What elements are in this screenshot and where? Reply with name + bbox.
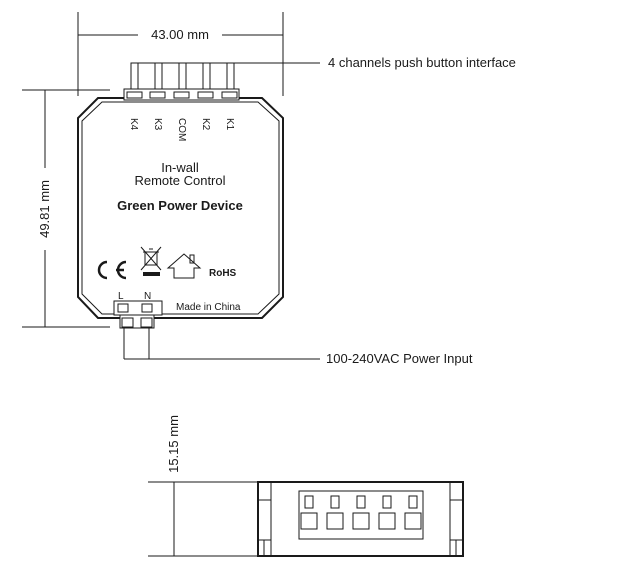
push-button-callout: 4 channels push button interface xyxy=(328,55,516,70)
terminal-label-com: COM xyxy=(176,118,187,141)
side-view-body xyxy=(257,481,464,557)
terminal-label-l: L xyxy=(118,291,124,302)
width-label: 43.00 mm xyxy=(151,27,209,42)
device-line1: In-wall xyxy=(161,160,199,175)
power-input-callout: 100-240VAC Power Input xyxy=(326,351,473,366)
terminal-label-k3: K3 xyxy=(152,118,163,131)
terminal-label-n: N xyxy=(144,291,151,302)
height-dimension: 49.81 mm xyxy=(22,89,110,328)
bottom-terminal-block: L N xyxy=(113,291,163,329)
device-line2: Remote Control xyxy=(134,173,225,188)
top-terminal-pins: 4 channels push button interface xyxy=(130,55,516,94)
device-name: Green Power Device xyxy=(117,198,243,213)
terminal-label-k1: K1 xyxy=(224,118,235,131)
made-in-label: Made in China xyxy=(176,302,241,313)
depth-label: 15.15 mm xyxy=(166,415,181,473)
height-label: 49.81 mm xyxy=(37,180,52,238)
top-terminal-labels: K4 K3 COM K2 K1 xyxy=(128,118,235,141)
weee-bin-icon xyxy=(140,246,162,276)
device-body xyxy=(77,88,284,319)
house-icon xyxy=(166,253,202,279)
depth-dimension: 15.15 mm xyxy=(148,415,262,557)
rohs-label: RoHS xyxy=(209,268,237,279)
width-dimension: 43.00 mm xyxy=(77,12,284,96)
power-leads: 100-240VAC Power Input xyxy=(123,328,473,366)
ce-mark-icon xyxy=(97,260,127,280)
terminal-label-k4: K4 xyxy=(128,118,139,131)
terminal-label-k2: K2 xyxy=(200,118,211,131)
